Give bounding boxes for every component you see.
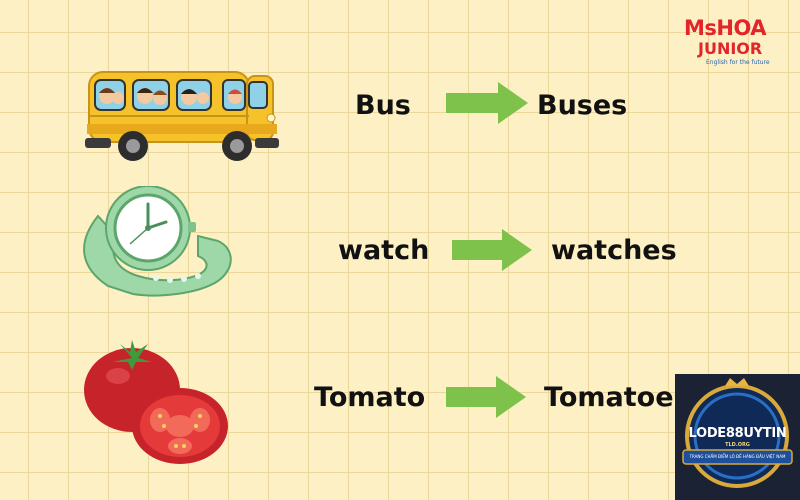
badge-tagline: TRANG CHẤM ĐIỂM LÔ ĐỀ HÀNG ĐẦU VIỆT NAM xyxy=(689,454,786,459)
logo-tagline: English for the future xyxy=(706,59,770,66)
school-bus-icon xyxy=(85,71,279,161)
plural-word-1: Buses xyxy=(537,90,628,121)
badge-emblem-icon xyxy=(682,378,793,488)
mshoa-junior-logo: MsHOA JUNIOR English for the future xyxy=(684,18,788,72)
right-arrow-icon xyxy=(446,82,528,124)
logo-line-2: JUNIOR xyxy=(698,39,763,58)
plural-word-2: watches xyxy=(551,235,677,266)
right-arrow-icon xyxy=(446,376,526,418)
badge-domain: TLD.ORG xyxy=(725,442,750,448)
right-arrow-icon xyxy=(452,229,532,271)
tomato-icon xyxy=(84,340,228,464)
singular-word-3: Tomato xyxy=(314,382,426,413)
logo-line-1: MsHOA xyxy=(684,16,767,40)
plural-word-3: Tomatoes xyxy=(544,382,690,413)
lode88uytin-badge: LODE88UYTIN TLD.ORG TRANG CHẤM ĐIỂM LÔ Đ… xyxy=(675,374,800,500)
singular-word-2: watch xyxy=(338,235,430,266)
badge-brand: LODE88UYTIN xyxy=(688,426,787,441)
wristwatch-icon xyxy=(83,186,232,297)
singular-word-1: Bus xyxy=(355,90,411,121)
